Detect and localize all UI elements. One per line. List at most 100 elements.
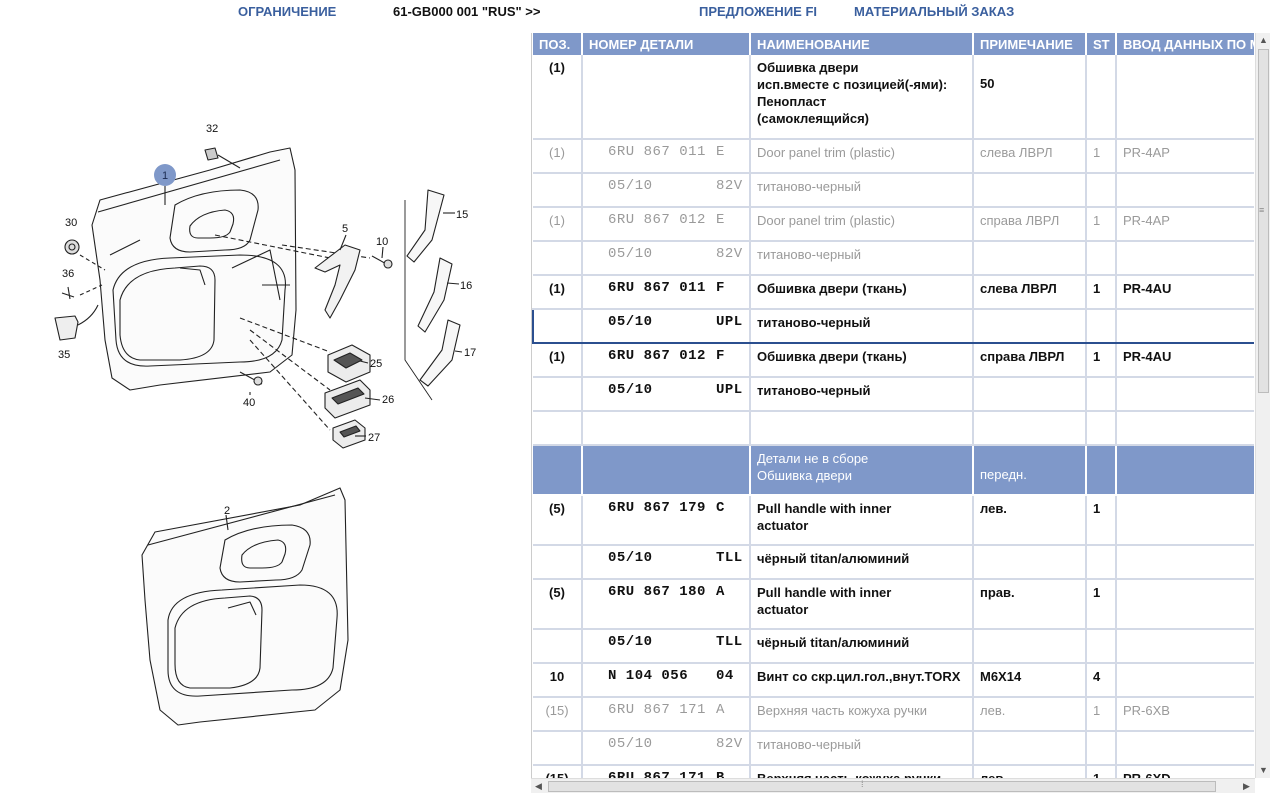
cell-st: 1 — [1086, 275, 1117, 310]
cell-data-entry — [1116, 663, 1254, 698]
part-number-suffix: F — [716, 348, 725, 364]
part-number-suffix: 82V — [716, 178, 743, 194]
cell-name: Верхняя часть кожуха ручки — [750, 697, 974, 732]
restriction-link[interactable]: ОГРАНИЧЕНИЕ — [238, 4, 337, 19]
cell-note: слева ЛВРЛ — [973, 139, 1087, 174]
cell-st: 1 — [1086, 765, 1117, 778]
proposal-link[interactable]: ПРЕДЛОЖЕНИЕ FI — [699, 4, 817, 19]
cell-part-number — [582, 445, 751, 496]
cell-name: Door panel trim (plastic) — [750, 207, 974, 242]
part-number-main: 6RU 867 011 — [608, 144, 706, 160]
part-number-main: 05/10 — [608, 382, 653, 398]
material-order-link[interactable]: МАТЕРИАЛЬНЫЙ ЗАКАЗ — [854, 4, 1015, 19]
cell-st: 1 — [1086, 207, 1117, 242]
cell-data-entry — [1116, 377, 1254, 412]
cell-pos — [533, 411, 583, 446]
col-header-pos[interactable]: ПОЗ. — [533, 33, 583, 55]
cell-pos: (5) — [533, 495, 583, 546]
part-number-main: 6RU 867 180 — [608, 584, 706, 600]
part-number-suffix: 82V — [716, 246, 743, 262]
table-row[interactable]: (15)6RU 867 171BВерхняя часть кожуха руч… — [533, 765, 1254, 778]
cell-data-entry — [1116, 173, 1254, 208]
col-header-st[interactable]: ST — [1086, 33, 1117, 55]
part-number-suffix: C — [716, 500, 725, 516]
cell-part-number — [582, 55, 751, 140]
parts-table-container[interactable]: ПОЗ. НОМЕР ДЕТАЛИ НАИМЕНОВАНИЕ ПРИМЕЧАНИ… — [531, 33, 1254, 778]
callout-17: 17 — [464, 347, 476, 359]
callout-32: 32 — [206, 123, 218, 135]
scroll-down-icon[interactable]: ▼ — [1259, 765, 1268, 775]
cell-pos: (15) — [533, 697, 583, 732]
cell-data-entry — [1116, 731, 1254, 766]
callout-15: 15 — [456, 209, 468, 221]
cell-part-number: 05/10 UPL — [582, 377, 751, 412]
cell-st — [1086, 445, 1117, 496]
scroll-right-icon[interactable]: ▶ — [1243, 781, 1250, 791]
col-header-part-number[interactable]: НОМЕР ДЕТАЛИ — [582, 33, 751, 55]
part-number-suffix: A — [716, 702, 725, 718]
cell-pos — [533, 377, 583, 412]
scroll-left-icon[interactable]: ◀ — [535, 781, 542, 791]
col-header-note[interactable]: ПРИМЕЧАНИЕ — [973, 33, 1087, 55]
scroll-up-icon[interactable]: ▲ — [1259, 35, 1268, 45]
cell-name: Door panel trim (plastic) — [750, 139, 974, 174]
cell-name: титаново-черный — [750, 173, 974, 208]
cell-note: передн. — [973, 445, 1087, 496]
part-number-main: 6RU 867 012 — [608, 212, 706, 228]
cell-part-number: 6RU 867 012 E — [582, 207, 751, 242]
cell-st — [1086, 173, 1117, 208]
part-number-suffix: UPL — [716, 382, 743, 398]
callout-2: 2 — [224, 505, 230, 517]
cell-note: лев. — [973, 765, 1087, 778]
cell-note: справа ЛВРЛ — [973, 343, 1087, 378]
callout-40: 40 — [243, 397, 255, 409]
col-header-data-entry[interactable]: ВВОД ДАННЫХ ПО М — [1116, 33, 1254, 55]
callout-36: 36 — [62, 268, 74, 280]
cell-pos: (5) — [533, 579, 583, 630]
horizontal-scrollbar[interactable]: ◀ ⁞ ▶ — [531, 778, 1255, 793]
cell-data-entry — [1116, 241, 1254, 276]
cell-pos: (1) — [533, 275, 583, 310]
cell-note — [973, 241, 1087, 276]
cell-st — [1086, 731, 1117, 766]
catalog-reference[interactable]: 61-GB000 001 "RUS" >> — [393, 4, 541, 19]
cell-data-entry — [1116, 495, 1254, 546]
cell-note — [973, 308, 1087, 344]
horizontal-scroll-thumb[interactable] — [548, 781, 1216, 792]
vertical-scrollbar[interactable]: ▲ ≡ ▼ — [1255, 33, 1270, 778]
cell-data-entry — [1116, 308, 1254, 344]
top-bar: ОГРАНИЧЕНИЕ 61-GB000 001 "RUS" >> ПРЕДЛО… — [0, 0, 1271, 22]
part-number-suffix: 82V — [716, 736, 743, 752]
cell-name: Винт со скр.цил.гол.,внут.TORX — [750, 663, 974, 698]
cell-data-entry: PR-6XB — [1116, 697, 1254, 732]
table-row[interactable] — [533, 411, 1254, 446]
vertical-scroll-thumb[interactable] — [1258, 49, 1269, 393]
col-header-name[interactable]: НАИМЕНОВАНИЕ — [750, 33, 974, 55]
part-number-suffix: E — [716, 212, 725, 228]
cell-data-entry — [1116, 411, 1254, 446]
